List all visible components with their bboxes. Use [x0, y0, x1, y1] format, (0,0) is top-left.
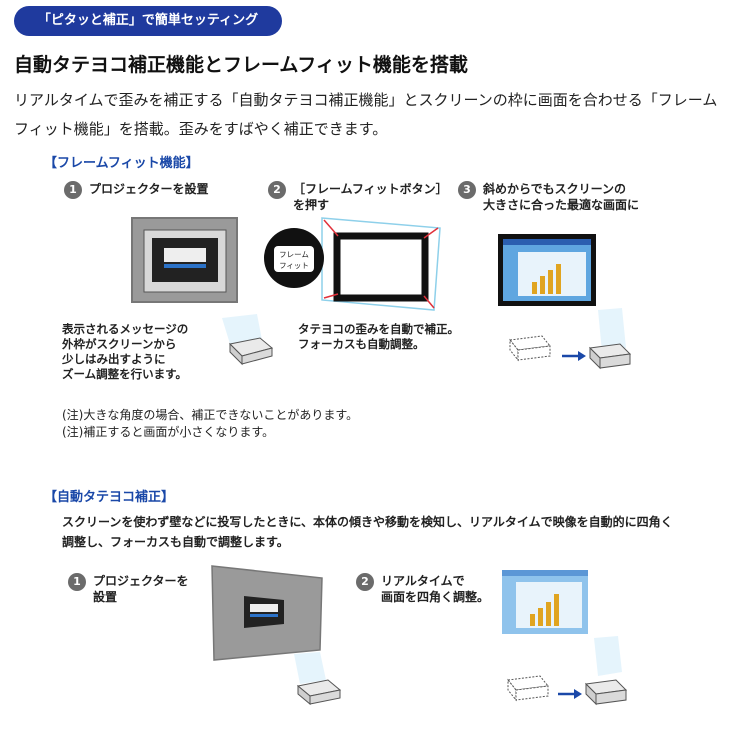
frame-fit-heading: 【フレームフィット機能】 [44, 156, 199, 171]
frame-fit-note-2: (注)補正すると画面が小さくなります。 [62, 425, 275, 439]
auto-keystone-step-2: 2 リアルタイムで 画面を四角く調整。 [356, 573, 489, 605]
frame-fit-illustration-2: フレーム フィット [264, 217, 441, 311]
step-number-badge: 1 [68, 573, 86, 591]
auto-keystone-heading: 【自動タテヨコ補正】 [44, 490, 175, 505]
step-number-badge: 1 [64, 181, 82, 199]
auto-keystone-illustration-2 [502, 570, 628, 706]
frame-fit-note-1: (注)大きな角度の場合、補正できないことがあります。 [62, 408, 359, 422]
frame-fit-illustration-3 [498, 234, 632, 370]
step-number-badge: 2 [356, 573, 374, 591]
frame-fit-caption-1: 表示されるメッセージの 外枠がスクリーンから 少しはみ出すように ズーム調整を行… [62, 322, 189, 381]
intro-text: リアルタイムで歪みを補正する「自動タテヨコ補正機能」とスクリーンの枠に画面を合わ… [14, 91, 718, 138]
auto-keystone-description: スクリーンを使わず壁などに投写したときに、本体の傾きや移動を検知し、リアルタイム… [62, 515, 673, 549]
step-number-badge: 2 [268, 181, 286, 199]
auto-keystone-illustration-1 [211, 565, 342, 706]
frame-fit-step-1: 1 プロジェクターを設置 [64, 181, 209, 199]
step-label: ［フレームフィットボタン］ を押す [293, 182, 448, 212]
step-label: リアルタイムで 画面を四角く調整。 [381, 574, 490, 604]
frame-fit-step-2: 2 ［フレームフィットボタン］ を押す [268, 181, 448, 213]
step-label: プロジェクターを 設置 [93, 574, 189, 604]
frame-fit-button-text: フィット [279, 261, 309, 270]
step-label: プロジェクターを設置 [89, 182, 209, 196]
frame-fit-illustration-1 [131, 217, 274, 366]
frame-fit-button-text: フレーム [279, 250, 309, 259]
step-label: 斜めからでもスクリーンの 大きさに合った最適な画面に [483, 182, 640, 212]
section-badge: 「ピタッと補正」で簡単セッティング [14, 6, 282, 36]
frame-fit-caption-2: タテヨコの歪みを自動で補正。 フォーカスも自動調整。 [298, 322, 459, 351]
auto-keystone-step-1: 1 プロジェクターを 設置 [68, 573, 189, 605]
page-title: 自動タテヨコ補正機能とフレームフィット機能を搭載 [14, 54, 468, 76]
frame-fit-step-3: 3 斜めからでもスクリーンの 大きさに合った最適な画面に [458, 181, 639, 213]
step-number-badge: 3 [458, 181, 476, 199]
